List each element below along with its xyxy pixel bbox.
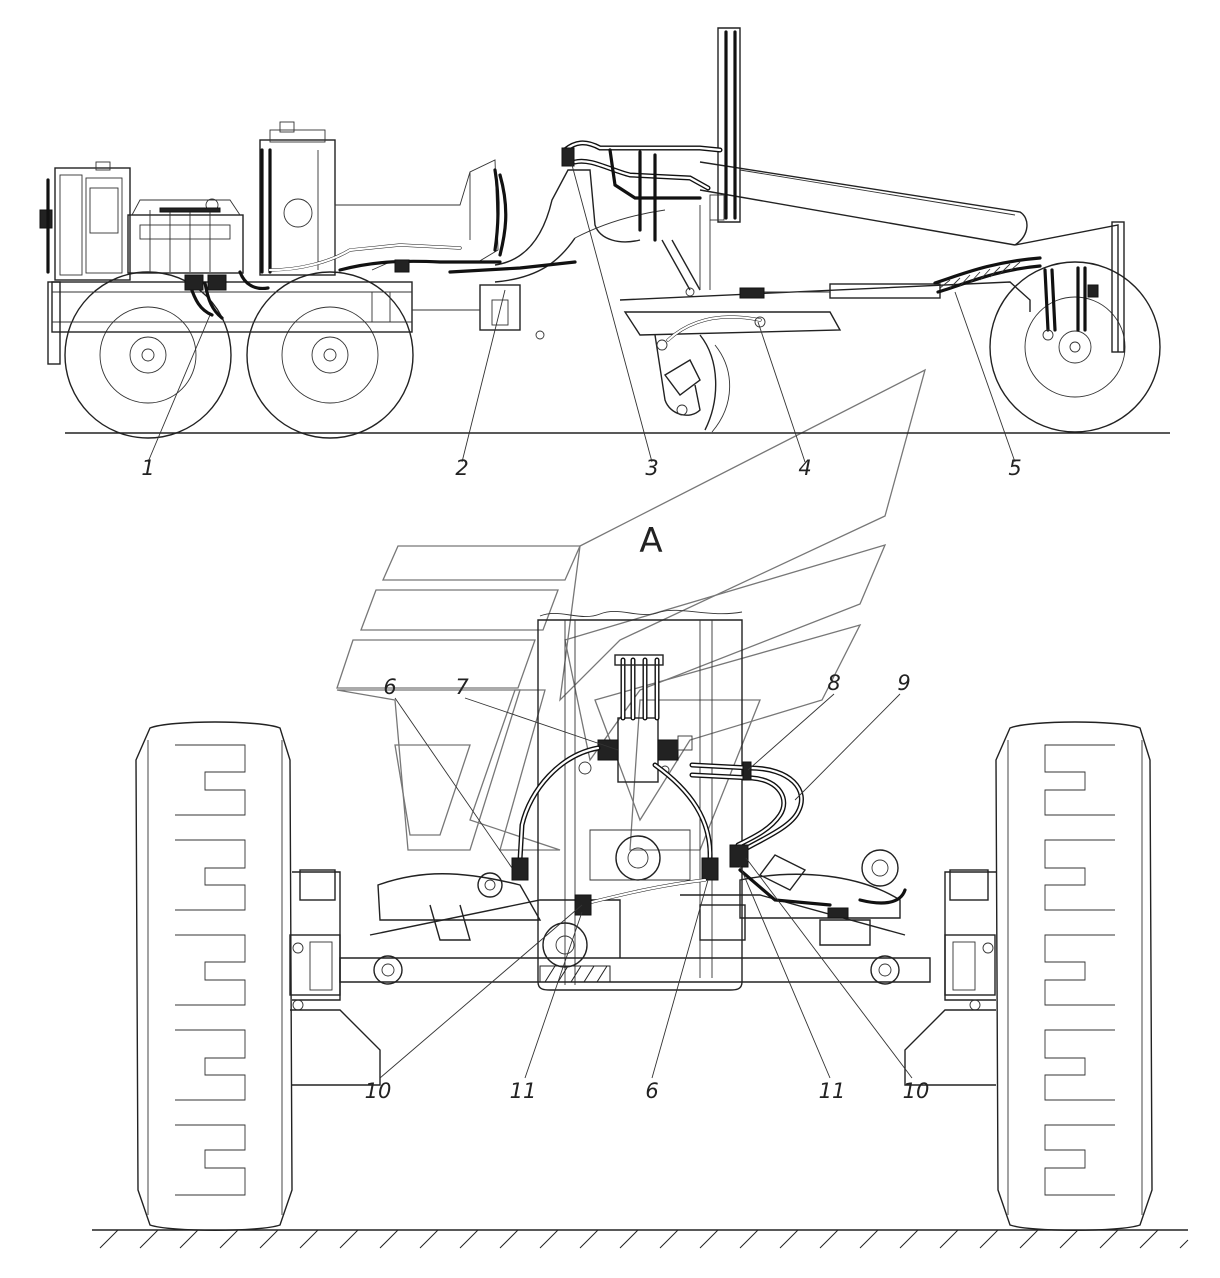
right-tyre xyxy=(995,721,1153,1231)
callout-11b: 11 xyxy=(819,1079,846,1103)
rear-hydraulic-lines xyxy=(184,168,577,320)
view-a-label: A xyxy=(639,521,662,561)
front-wheel xyxy=(989,261,1161,433)
axle-pivot xyxy=(477,829,899,968)
leader-6a xyxy=(394,697,513,869)
leader-8 xyxy=(747,693,835,771)
callout-10b: 10 xyxy=(903,1079,930,1103)
callout-11a: 11 xyxy=(510,1079,537,1103)
leader-4 xyxy=(757,321,806,463)
leader-11a xyxy=(524,911,583,1079)
blade-mast xyxy=(709,27,741,290)
callout-8: 8 xyxy=(827,671,840,695)
leader-7 xyxy=(464,697,619,751)
lift-cylinders xyxy=(661,205,701,297)
drawbar-hose xyxy=(666,315,766,342)
rear-frame xyxy=(47,281,413,365)
left-hub xyxy=(289,869,381,1086)
leader-9 xyxy=(794,693,901,801)
callout-9: 9 xyxy=(897,671,910,695)
callout-6a: 6 xyxy=(383,675,396,699)
side-view-grader xyxy=(39,27,1170,439)
leader-2 xyxy=(461,289,506,463)
steering-cylinder-right xyxy=(699,873,901,946)
leader-6b xyxy=(651,879,709,1079)
front-axle-view xyxy=(92,609,1189,1249)
radiator-block xyxy=(39,161,131,281)
callout-2: 2 xyxy=(455,456,468,480)
rear-wheel-1 xyxy=(64,271,232,439)
leader-1 xyxy=(147,314,211,463)
right-hub xyxy=(904,869,996,1086)
callout-4: 4 xyxy=(798,456,811,480)
leader-10a xyxy=(379,904,583,1079)
center-bracket xyxy=(412,284,545,340)
hose-10 xyxy=(574,868,832,916)
ground-hatch xyxy=(92,1229,1189,1249)
callout-3: 3 xyxy=(645,456,658,480)
hose-loop-8-9 xyxy=(689,761,804,868)
left-tyre xyxy=(135,721,293,1231)
cab-base xyxy=(334,159,499,271)
hose-right-6 xyxy=(652,762,719,881)
bottom-view-callouts: 6 7 8 9 10 11 6 11 10 xyxy=(365,671,930,1103)
engine-block xyxy=(127,198,244,274)
right-bracket xyxy=(758,854,907,905)
hydraulic-lines-top xyxy=(561,140,723,242)
drawbar-circle xyxy=(619,256,1042,336)
leader-3 xyxy=(571,164,653,463)
callout-7: 7 xyxy=(455,675,469,699)
main-frame-beam xyxy=(699,161,1125,353)
top-view-callouts: 1 2 3 4 5 xyxy=(141,164,1022,480)
steering-cylinder-left xyxy=(377,873,542,941)
front-steering xyxy=(1042,266,1099,341)
tank-block xyxy=(259,121,336,276)
callout-10a: 10 xyxy=(365,1079,392,1103)
callout-1: 1 xyxy=(141,456,154,480)
callout-5: 5 xyxy=(1008,456,1021,480)
leader-11b xyxy=(739,865,831,1079)
moldboard xyxy=(654,334,731,433)
leader-5 xyxy=(954,291,1016,463)
watermark-logo xyxy=(336,368,927,851)
leader-10b xyxy=(745,857,913,1079)
supply-hoses xyxy=(614,654,664,721)
callout-6b: 6 xyxy=(645,1079,658,1103)
hose-left-6 xyxy=(511,745,601,881)
rear-wheel-2 xyxy=(246,271,414,439)
